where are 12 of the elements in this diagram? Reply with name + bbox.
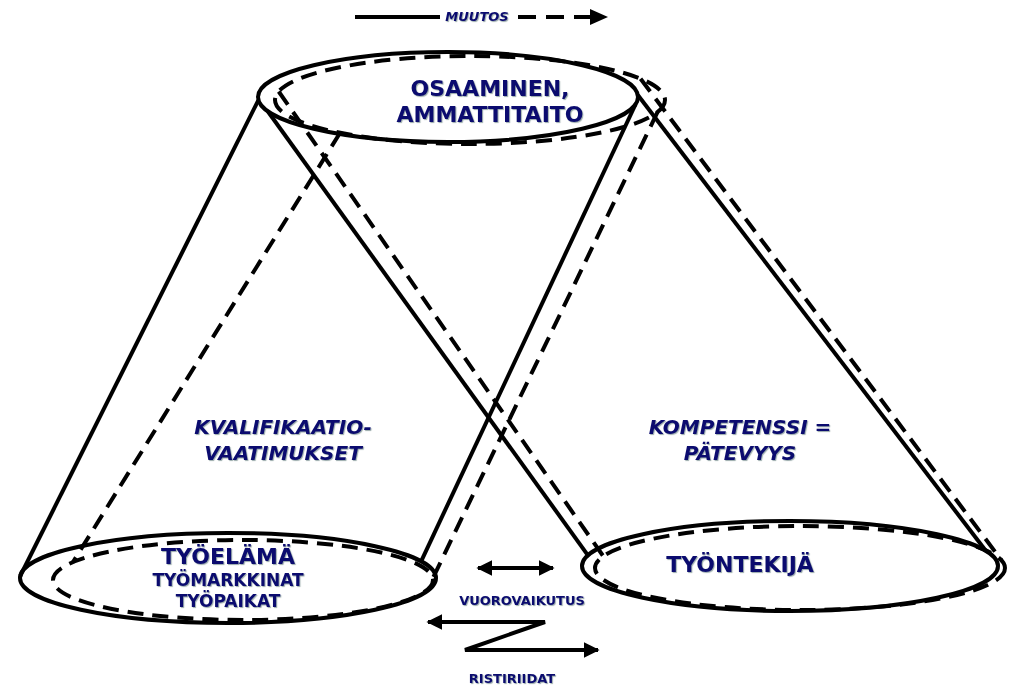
cone-label: KVALIFIKAATIO- VAATIMUKSET (193, 414, 373, 466)
node-title: OSAAMINEN, AMMATTITAITO (395, 75, 585, 129)
edge-label: VUOROVAIKUTUS (459, 593, 585, 609)
node-title: TYÖNTEKIJÄ (665, 551, 815, 579)
node-title: TYÖELÄMÄ (160, 544, 296, 570)
edge-label: RISTIRIIDAT (468, 671, 556, 687)
arrow (426, 614, 600, 658)
arrow (476, 560, 555, 576)
arrow-label: MUUTOS (444, 8, 510, 26)
node-subtitle: TYÖMARKKINAT TYÖPAIKAT (151, 570, 305, 612)
cone-label: KOMPETENSSI = PÄTEVYYS (647, 414, 833, 466)
cone-line (431, 111, 660, 580)
